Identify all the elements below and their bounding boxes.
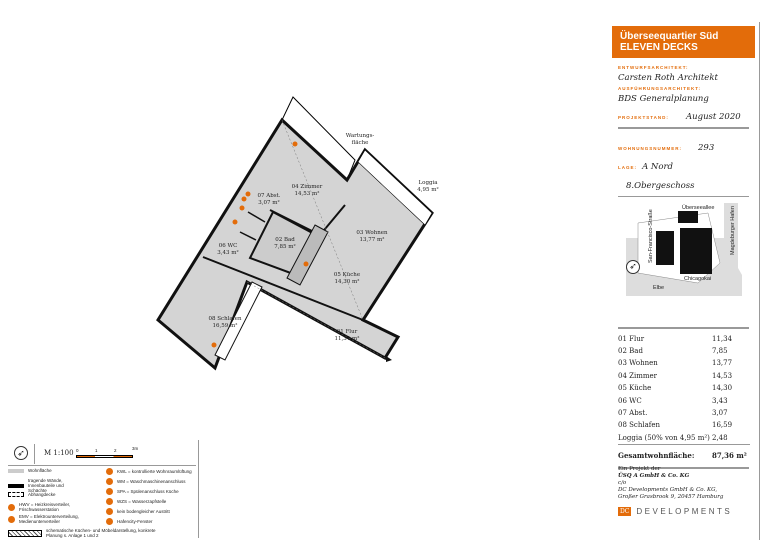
table-row: 07 Abst.3,07 (618, 408, 728, 417)
scale-tick: 2 (114, 448, 117, 453)
exclamation-icon (106, 508, 113, 515)
map-label-magdeburger-hafen: Magdeburger Hafen (730, 206, 736, 255)
building-block (678, 211, 698, 223)
marker-icon (106, 498, 113, 505)
footer: Ein Projekt der ÜSQ A GmbH & Co. KG c/o … (618, 466, 733, 516)
wall (202, 256, 364, 321)
wardrobe (214, 281, 263, 361)
legend-item: KWL = kontrollierte Wohnraumlüftung (106, 468, 192, 475)
legend-item: WM = Waschmaschinenanschluss (106, 478, 185, 485)
wm-marker-icon (241, 196, 247, 202)
wzs-marker-icon (239, 205, 245, 211)
entrance-arrow-icon (386, 356, 392, 362)
dc-logo: DC DEVELOPMENTS (618, 507, 733, 516)
legend-item: SPA = Spülenanschluss Küche (106, 488, 179, 495)
kwl-marker-icon (245, 191, 251, 197)
marker-icon (106, 478, 113, 485)
plan-markers (211, 141, 309, 348)
legend-item: schematische Küchen- und Möbeldarstellun… (8, 528, 156, 538)
marker-icon (106, 488, 113, 495)
table-row: Loggia (50% von 4,95 m²)2,48 (618, 432, 750, 445)
window-marker-icon (211, 342, 217, 348)
divider (198, 440, 199, 538)
map-label-elbe: Elbe (653, 285, 664, 291)
legend-item: kein bodengleicher Austritt (106, 508, 170, 515)
scale-bar (76, 455, 133, 458)
legend-item: EMV = Elektrounterverteilung, Medienunte… (8, 514, 79, 524)
north-arrow-icon: ➶ (626, 260, 640, 274)
divider (34, 444, 35, 464)
total-row: Gesamtwohnfläche:87,36 m² (618, 450, 747, 460)
map-label-san-francisco-strasse: San-Francisco-Straße (648, 209, 654, 263)
building-block (656, 231, 674, 265)
floor-plan (156, 96, 434, 371)
wall (239, 231, 257, 241)
loggia (357, 149, 433, 226)
room-label-abst: 07 Abst.3,07 m² (257, 193, 281, 206)
swatch-icon (8, 492, 24, 497)
window-marker-icon (292, 141, 298, 147)
legend-item: WZS = Wasserzapfstelle (106, 498, 166, 505)
divider (8, 465, 196, 466)
kitchen-counter (286, 224, 329, 286)
scale-tick: 1 (95, 448, 98, 453)
furniture-icon (8, 529, 42, 537)
emv-marker-icon (232, 219, 238, 225)
wall (247, 211, 266, 223)
spa-marker-icon (303, 261, 309, 267)
harbour-area (724, 203, 742, 296)
marker-icon (8, 503, 15, 511)
legend-item: Abhangdecke (8, 492, 56, 497)
scale-tick: 0 (76, 448, 79, 453)
building-block (680, 228, 712, 274)
room-label-wartung: Wartungs- fläche (345, 133, 375, 146)
scale-tick: 3m (132, 446, 139, 451)
marker-icon (8, 515, 15, 523)
swatch-icon (8, 483, 24, 488)
legend-item: Hafencity-Fenster (106, 518, 153, 525)
legend-item: HWV = Heizkreisverteiler, Frischwasserst… (8, 502, 75, 512)
legend-item: tragende Wände, Innenbauteile und Schäch… (8, 478, 78, 493)
site-map: Elbe Chicagokai Magdeburger Hafen Überse… (626, 203, 742, 296)
window-icon (106, 518, 113, 525)
legend-item: Wohnfläche (8, 468, 52, 473)
swatch-icon (8, 468, 24, 473)
north-arrow-icon: ➶ (14, 446, 28, 460)
scale-label: M 1:100 (44, 449, 74, 457)
map-label-chicagokai: Chicagokai (684, 276, 711, 282)
map-label-ueberseeallee: Überseeallee (682, 204, 714, 211)
marker-icon (106, 468, 113, 475)
